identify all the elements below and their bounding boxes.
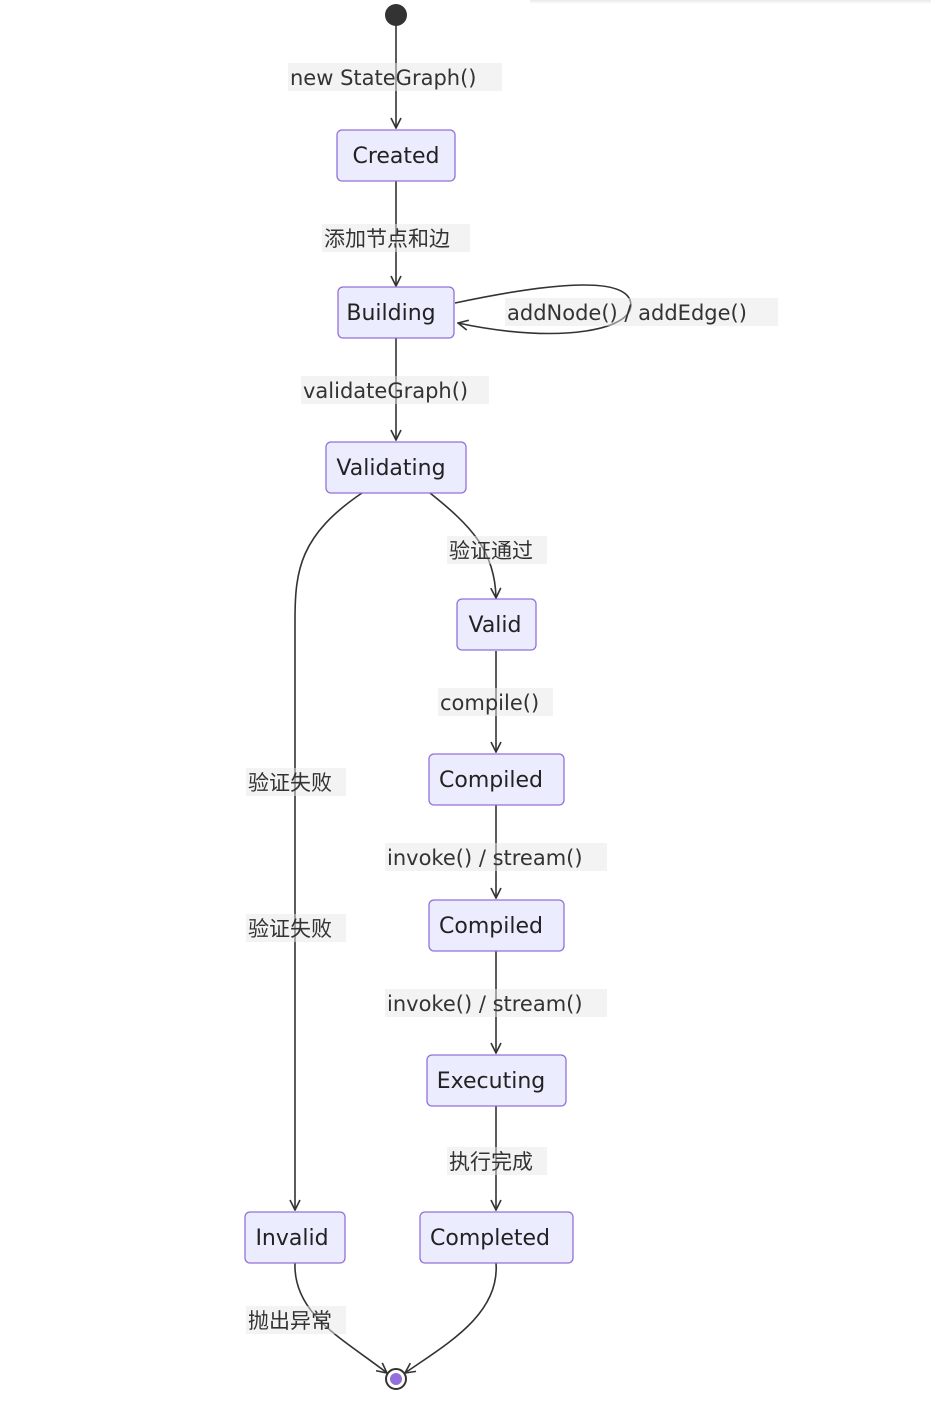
- state-validating[interactable]: Validating: [325, 441, 467, 494]
- state-label: Valid: [468, 613, 521, 638]
- label-start-created: new StateGraph(): [290, 66, 476, 90]
- state-executing[interactable]: Executing: [426, 1054, 567, 1107]
- label-bg: [288, 63, 502, 91]
- state-compiled-1[interactable]: Compiled: [428, 753, 565, 806]
- label-executing-completed: 执行完成: [449, 1150, 533, 1174]
- state-label: Executing: [437, 1069, 545, 1094]
- state-building[interactable]: Building: [337, 286, 455, 339]
- label-bg: [301, 376, 489, 404]
- start-marker: [385, 4, 407, 26]
- edges: [295, 24, 632, 1373]
- label-validating-invalid-2: 验证失败: [248, 917, 332, 941]
- label-validating-invalid-1: 验证失败: [248, 771, 332, 795]
- label-compiled-compiled: invoke() / stream(): [387, 846, 583, 870]
- state-label: Completed: [430, 1226, 550, 1251]
- label-bg: [322, 224, 470, 252]
- state-label: Compiled: [439, 914, 543, 939]
- label-bg: [385, 843, 607, 871]
- transition-labels: new StateGraph() 添加节点和边 addNode() / addE…: [246, 63, 778, 1334]
- label-invalid-end: 抛出异常: [248, 1309, 332, 1333]
- label-valid-compiled: compile(): [440, 691, 539, 715]
- edge-completed-end: [405, 1262, 497, 1373]
- label-bg: [385, 989, 607, 1017]
- state-label: Validating: [336, 456, 445, 481]
- state-created[interactable]: Created: [336, 129, 456, 182]
- label-created-building: 添加节点和边: [324, 227, 450, 251]
- state-label: Invalid: [255, 1226, 328, 1251]
- label-bg: [246, 914, 346, 942]
- state-completed[interactable]: Completed: [419, 1211, 574, 1264]
- top-shadow: [530, 0, 931, 4]
- state-invalid[interactable]: Invalid: [244, 1211, 346, 1264]
- label-bg: [447, 1147, 547, 1175]
- label-bg: [246, 768, 346, 796]
- label-bg: [505, 298, 778, 326]
- label-bg: [447, 536, 547, 564]
- label-building-validating: validateGraph(): [303, 379, 468, 403]
- label-bg: [246, 1306, 346, 1334]
- state-compiled-2[interactable]: Compiled: [428, 899, 565, 952]
- label-building-self: addNode() / addEdge(): [507, 301, 747, 325]
- state-valid[interactable]: Valid: [456, 598, 537, 651]
- edge-validating-invalid: [295, 492, 363, 1210]
- label-validating-valid: 验证通过: [449, 539, 533, 563]
- state-label: Created: [352, 144, 439, 169]
- end-marker: [385, 1368, 407, 1390]
- label-compiled-executing: invoke() / stream(): [387, 992, 583, 1016]
- label-bg: [438, 688, 553, 716]
- state-label: Building: [346, 301, 435, 326]
- state-label: Compiled: [439, 768, 543, 793]
